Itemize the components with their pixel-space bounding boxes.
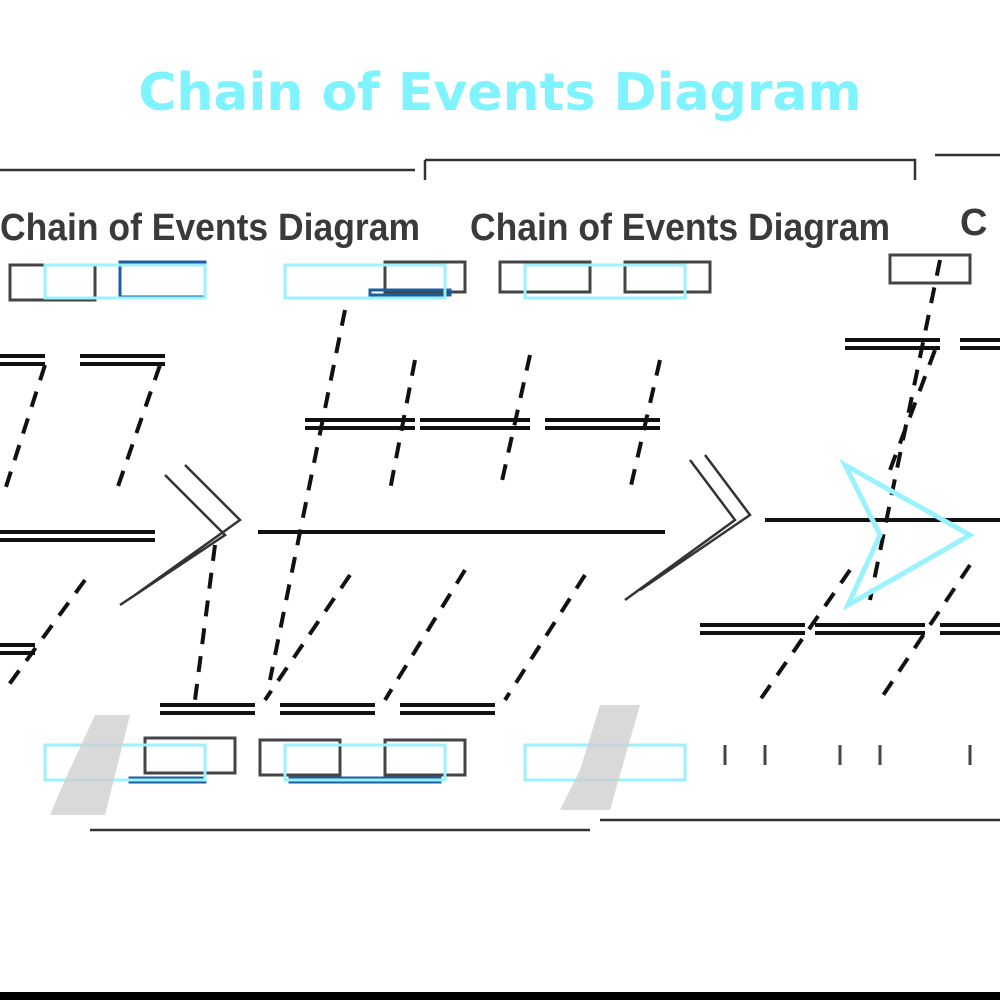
panel-title-left: Chain of Events Diagram	[0, 207, 420, 249]
chevron-arrow-icon	[119, 454, 752, 607]
dashed-guide	[268, 309, 347, 681]
upper-bones	[3, 349, 937, 496]
dashed-guide	[193, 544, 217, 701]
lower-branch-lines	[0, 623, 1000, 715]
bottom-boxes	[43, 736, 972, 784]
triangle-arrow-icon	[839, 458, 976, 612]
panel-title-right: C	[960, 202, 987, 244]
lower-bones	[3, 563, 972, 702]
upper-branch-lines	[0, 338, 1000, 430]
panel-frame-bottom	[90, 818, 1000, 832]
diagram-title: Chain of Events Diagram	[138, 63, 862, 123]
bottom-bar	[0, 992, 1000, 1000]
smudge-shapes	[50, 705, 640, 815]
spine-lines	[0, 518, 1000, 542]
top-boxes	[8, 253, 972, 302]
panel-title-middle: Chain of Events Diagram	[470, 207, 890, 249]
panel-frame-middle	[423, 158, 917, 180]
